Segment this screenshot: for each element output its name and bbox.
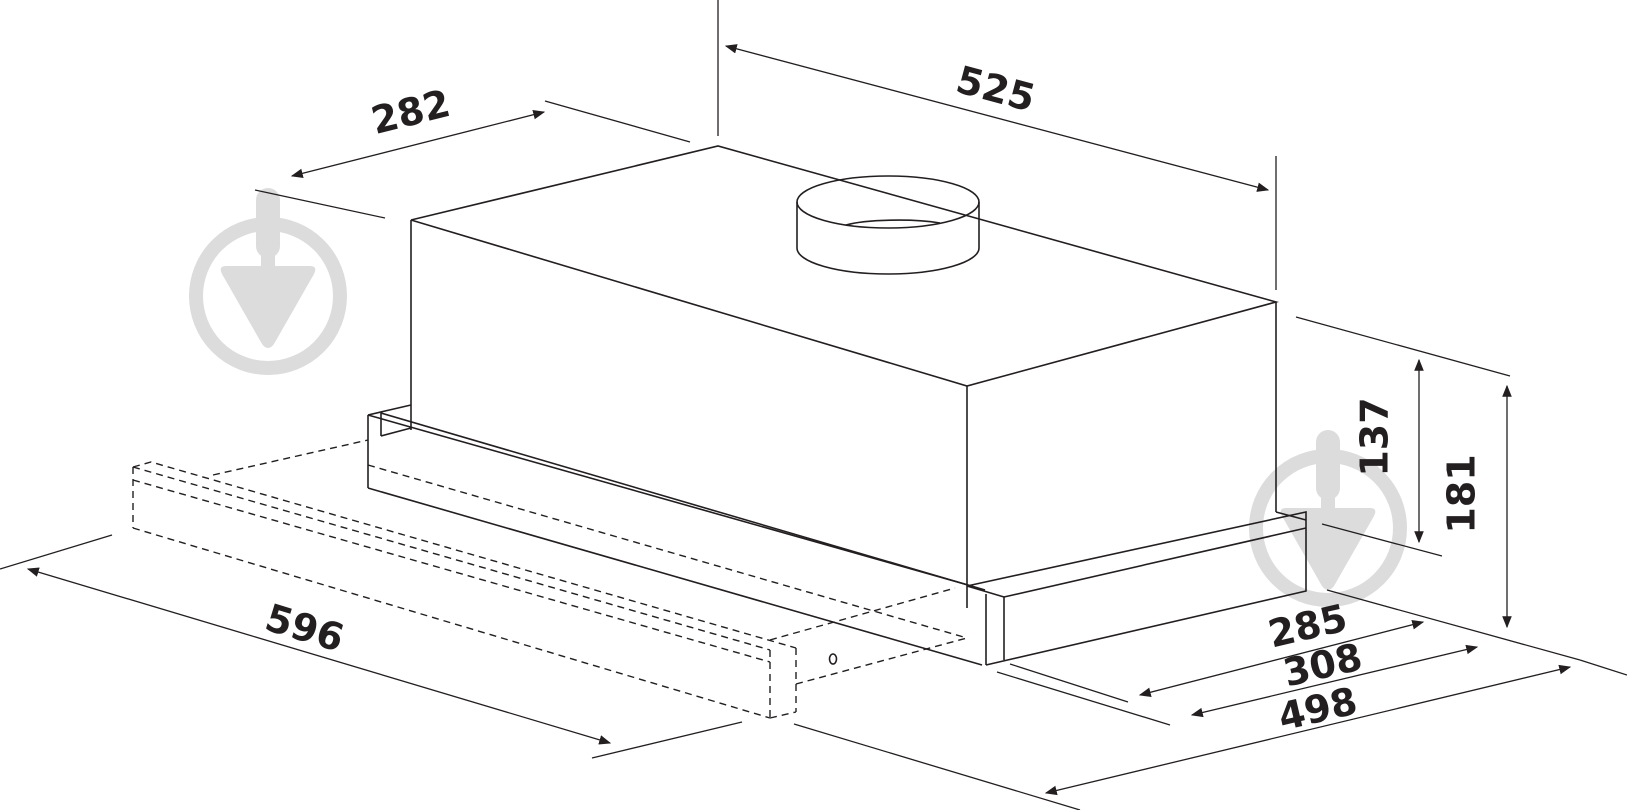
extended-visor-dashed bbox=[132, 439, 968, 719]
duct-collar bbox=[796, 175, 980, 275]
hood-body bbox=[410, 145, 1280, 608]
dimension-525 bbox=[717, 0, 1277, 290]
dimension-282 bbox=[254, 100, 691, 219]
front-rail bbox=[367, 404, 986, 666]
label-137: 137 bbox=[1352, 397, 1397, 477]
watermark-left-icon bbox=[189, 188, 347, 375]
dimension-285-308-498 bbox=[793, 620, 1572, 810]
label-181: 181 bbox=[1439, 454, 1484, 534]
dimension-137-181 bbox=[1295, 316, 1627, 676]
dimension-596 bbox=[0, 534, 743, 759]
